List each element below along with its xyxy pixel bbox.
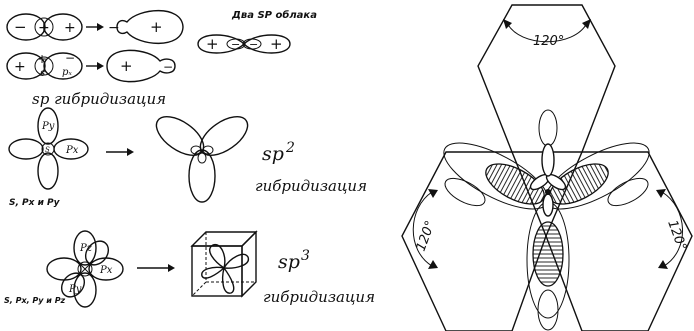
sp-hybrid-orbital: + − bbox=[107, 50, 175, 81]
sp-section: − + + − + + + s − pₓ bbox=[7, 9, 317, 108]
sp2-formula-base: sp bbox=[262, 143, 284, 165]
sp-minus-sign: − bbox=[249, 38, 258, 51]
two-sp-clouds: Два SP облака + − − + bbox=[198, 9, 317, 53]
orbital-s-label: S bbox=[45, 146, 50, 154]
angle-left-label: 120° bbox=[414, 219, 439, 254]
sp3-section: Pz Px Py S, Px, Py и Pz bbox=[4, 231, 375, 307]
sp-plus-sign: + bbox=[206, 35, 219, 53]
orbital-py-label: Py bbox=[41, 121, 55, 132]
sp2-source-label: S, Px и Py bbox=[9, 198, 61, 208]
sp-minus-sign: − bbox=[231, 38, 240, 51]
sp-minus-sign: − bbox=[65, 51, 75, 65]
orbital-px-label: Px bbox=[65, 145, 79, 156]
sp3-source-label: S, Px, Py и Pz bbox=[4, 296, 66, 305]
sp2-formula-exponent: 2 bbox=[285, 140, 295, 156]
angle-arc-top: 120° bbox=[503, 19, 591, 49]
sp3-formula-base: sp bbox=[278, 251, 300, 273]
right-panel: 120° 120° 120° bbox=[402, 5, 692, 331]
sp-minus-sign: − bbox=[108, 20, 120, 36]
sp-plus-sign: + bbox=[150, 18, 163, 36]
angle-top-label: 120° bbox=[533, 34, 564, 49]
arrow bbox=[86, 62, 104, 70]
sp-plus-sign: + bbox=[64, 20, 76, 36]
orbital-pz-label: Pz bbox=[79, 243, 93, 254]
sp-plus-sign: + bbox=[37, 52, 47, 66]
sp2-caption: гибридизация bbox=[255, 177, 367, 195]
p-orbital-cross: Py Px S bbox=[9, 108, 88, 189]
sp2-section: Py Px S S, Px и Py sp 2 гибридиз bbox=[9, 108, 367, 208]
sp-hybrid-orbital: − + bbox=[108, 11, 183, 44]
orbital-py-label: Py bbox=[68, 284, 82, 295]
sp-row2-figure-eight: + + s − pₓ bbox=[7, 51, 82, 79]
angle-arc-left: 120° bbox=[413, 189, 438, 269]
orbital-s-label: s bbox=[40, 68, 45, 79]
sp-minus-sign: − bbox=[14, 18, 27, 36]
two-sp-clouds-label: Два SP облака bbox=[231, 9, 317, 21]
sp2-formula: sp 2 bbox=[262, 140, 295, 165]
sp3-formula-exponent: 3 bbox=[301, 248, 310, 264]
trigonal-back-lobes bbox=[441, 110, 652, 330]
sp2-trigonal-orbitals bbox=[150, 109, 254, 202]
sp-plus-sign: + bbox=[270, 35, 283, 53]
arrow bbox=[137, 264, 175, 272]
sp3-formula: sp 3 bbox=[278, 248, 310, 273]
sp3-cube-with-orbitals bbox=[192, 232, 256, 296]
sp3-caption: гибридизация bbox=[263, 288, 375, 306]
sp-plus-sign: + bbox=[38, 20, 50, 36]
arrow bbox=[106, 148, 134, 156]
left-panel: − + + − + + + s − pₓ bbox=[4, 9, 375, 307]
angle-arc-right: 120° bbox=[656, 189, 689, 269]
arrow bbox=[86, 23, 104, 31]
sp-plus-sign: + bbox=[14, 59, 26, 75]
orbital-px-label: Px bbox=[99, 265, 113, 276]
sp-minus-sign: − bbox=[163, 60, 173, 74]
hexagon-top bbox=[478, 5, 615, 152]
sp-caption: sp гибридизация bbox=[32, 90, 166, 108]
sp-row1-figure-eight: − + + bbox=[7, 14, 82, 40]
sp-plus-sign: + bbox=[120, 57, 133, 75]
orbital-px-label: pₓ bbox=[62, 67, 72, 78]
